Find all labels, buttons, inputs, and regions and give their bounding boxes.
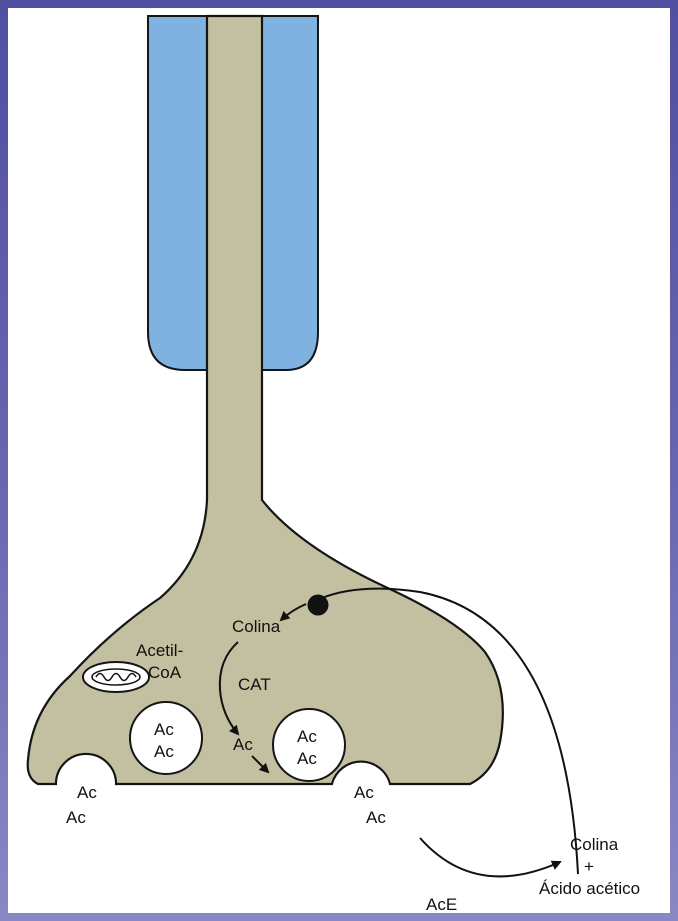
label-acido-acetico: Ácido acético (539, 879, 640, 898)
label-release-left-2: Ac (66, 808, 86, 827)
label-release-left-1: Ac (77, 783, 97, 802)
label-release-right-1: Ac (354, 783, 374, 802)
label-colina-top: Colina (232, 617, 281, 636)
label-plus: + (584, 857, 594, 876)
label-release-right-2: Ac (366, 808, 386, 827)
label-colina-right: Colina (570, 835, 619, 854)
label-vesicle-right-2: Ac (297, 749, 317, 768)
label-vesicle-left-2: Ac (154, 742, 174, 761)
mitochondrion-icon (83, 662, 149, 692)
label-ace: AcE (426, 895, 457, 914)
label-acetil: Acetil- (136, 641, 183, 660)
label-coa: CoA (148, 663, 182, 682)
label-vesicle-right-1: Ac (297, 727, 317, 746)
label-ac-synthesized: Ac (233, 735, 253, 754)
label-cat: CAT (238, 675, 271, 694)
label-vesicle-left-1: Ac (154, 720, 174, 739)
